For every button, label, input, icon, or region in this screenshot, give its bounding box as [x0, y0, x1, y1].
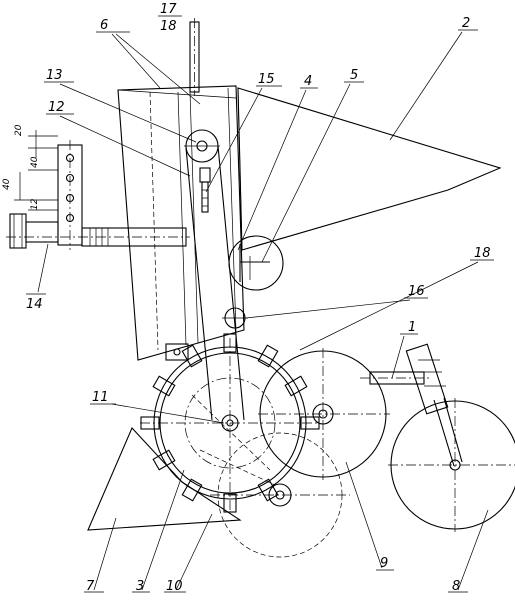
callout-18-top: 18: [160, 19, 177, 34]
callout-6: 6: [100, 18, 108, 33]
frame-bracket: [165, 343, 189, 361]
leader-lines: [26, 15, 494, 593]
callout-17: 17: [160, 2, 177, 17]
tensioner-spring: [199, 167, 211, 213]
dimension-20: 20: [14, 124, 24, 136]
hopper: [237, 87, 502, 251]
callout-10: 10: [166, 579, 183, 594]
callout-16: 16: [408, 284, 425, 299]
seeding-wheel: [140, 338, 318, 510]
press-wheel: [258, 348, 390, 480]
dimension-40-lower: 40: [2, 178, 12, 190]
callout-11: 11: [92, 390, 109, 405]
drive-chain: [185, 145, 245, 421]
upper-sprocket: [184, 129, 220, 163]
rear-arm: [360, 343, 463, 467]
callout-9: 9: [380, 556, 388, 571]
callout-2: 2: [462, 16, 470, 31]
dimension-marks: [14, 130, 58, 211]
callout-14: 14: [26, 297, 43, 312]
callout-7: 7: [86, 579, 95, 594]
covering-disk: [210, 432, 350, 558]
drive-rod: [189, 18, 200, 96]
callout-1: 1: [408, 320, 416, 335]
dimension-labels: 20 40 40 12: [2, 124, 40, 210]
mounting-shaft: [6, 213, 190, 249]
idler-roller: [222, 307, 248, 329]
rear-wheel: [388, 398, 515, 532]
callout-15: 15: [258, 72, 275, 87]
dimension-12: 12: [30, 198, 40, 210]
callout-3: 3: [136, 579, 144, 594]
callout-12: 12: [48, 100, 65, 115]
callout-18-right: 18: [474, 246, 491, 261]
callout-13: 13: [46, 68, 63, 83]
dimension-40-upper: 40: [30, 156, 40, 168]
mounting-plate: [57, 140, 83, 250]
callout-8: 8: [452, 579, 460, 594]
callout-5: 5: [350, 68, 358, 83]
callout-4: 4: [304, 74, 312, 89]
coulter-plate: [87, 427, 242, 531]
callout-labels: 1 2 3 4 5 6 7 8 9 10 11 12 13 14 15 16 1…: [26, 2, 491, 594]
detail-circle: [228, 235, 284, 291]
